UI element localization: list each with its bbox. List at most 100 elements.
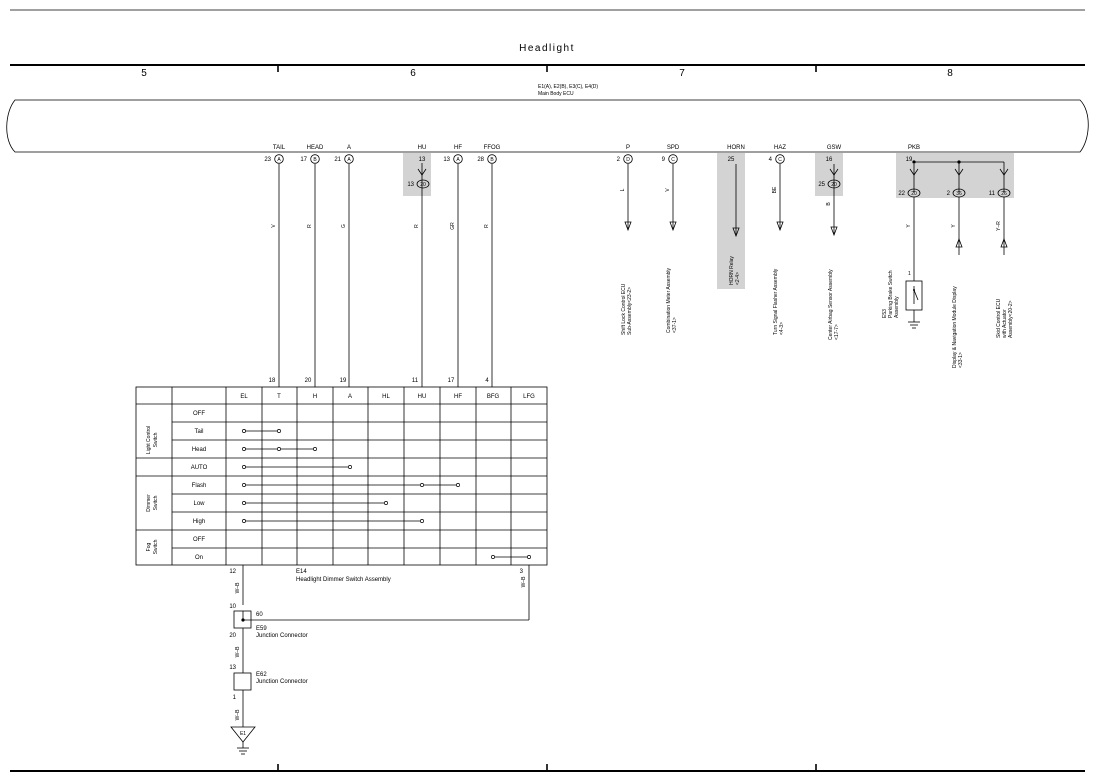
e59-name: Junction Connector [256, 633, 308, 639]
svg-text:HF: HF [454, 394, 462, 400]
switch-contact-dot [420, 519, 424, 523]
svg-text:10: 10 [229, 604, 236, 610]
svg-text:Low: Low [193, 501, 205, 507]
zone-8: 8 [947, 68, 953, 79]
svg-text:25: 25 [818, 182, 825, 188]
switch-table-columns: EL T H A HL HU HF BFG LFG [240, 394, 535, 400]
svg-text:EL: EL [240, 394, 248, 400]
hu-shade [403, 153, 431, 196]
ecu-connector-marks: A B A A B D C C [274, 154, 785, 164]
svg-text:<37-1>: <37-1> [672, 317, 678, 333]
gsw-shade [815, 153, 843, 196]
svg-text:A: A [348, 394, 352, 400]
svg-text:P: P [626, 145, 630, 151]
ecu-body [6, 99, 1089, 153]
dest-combination-meter: Combination Meter Assembly [666, 267, 672, 333]
svg-text:GR: GR [450, 222, 456, 230]
svg-text:G: G [341, 224, 347, 228]
ecu-connector-label: E1(A), E2(B), E3(C), E4(D) [538, 84, 598, 90]
switch-contact-dot [242, 465, 246, 469]
e14-id: E14 [296, 569, 307, 575]
svg-text:W–B: W–B [521, 576, 527, 588]
svg-text:Fog: Fog [146, 542, 152, 551]
e62-id: E62 [256, 672, 267, 678]
svg-text:<17-7>: <17-7> [834, 324, 840, 340]
svg-text:25: 25 [728, 157, 735, 163]
switch-table [135, 386, 548, 566]
svg-text:1: 1 [908, 271, 911, 277]
switch-table-rows: OFF Tail Head AUTO Flash Low High OFF On [191, 411, 208, 561]
svg-text:9: 9 [662, 157, 666, 163]
svg-text:22: 22 [898, 191, 905, 197]
switch-contact-dot [242, 447, 246, 451]
zone-7: 7 [679, 68, 685, 79]
svg-text:B: B [490, 157, 494, 163]
svg-text:23: 23 [264, 157, 271, 163]
switch-contact-dot [277, 429, 281, 433]
svg-text:A: A [277, 157, 281, 163]
svg-text:12: 12 [229, 569, 236, 575]
svg-text:11: 11 [989, 191, 996, 197]
switch-contact-dot [491, 555, 495, 559]
svg-text:B: B [313, 157, 317, 163]
svg-text:Dimmer: Dimmer [146, 494, 152, 512]
wire-colors-left: V R G R GR R [271, 222, 490, 230]
svg-text:with Actuator: with Actuator [1002, 309, 1008, 338]
svg-text:HAZ: HAZ [774, 145, 786, 151]
svg-text:W–B: W–B [235, 709, 241, 721]
svg-text:HORN: HORN [727, 145, 745, 151]
svg-text:1: 1 [233, 695, 237, 701]
wire-spd-color: V [665, 188, 671, 192]
dest-parking-brake: E53 [882, 309, 888, 318]
svg-text:T: T [277, 394, 281, 400]
dest-center-airbag: Center Airbag Sensor Assembly [828, 269, 834, 340]
svg-text:OFF: OFF [193, 411, 205, 417]
svg-text:Y: Y [906, 224, 912, 228]
ground-e1-icon: E1 [230, 726, 256, 755]
svg-text:FFOG: FFOG [484, 145, 501, 151]
svg-text:2: 2 [947, 191, 951, 197]
svg-text:4: 4 [769, 157, 773, 163]
svg-text:Y–R: Y–R [996, 221, 1002, 231]
switch-contact-dot [348, 465, 352, 469]
svg-text:C: C [778, 157, 782, 163]
svg-text:HU: HU [418, 394, 427, 400]
ecu-pin-numbers: 23 17 21 13 13 28 2 9 25 4 16 19 [264, 157, 913, 163]
dest-shift-lock: Shift Lock Control ECU [621, 283, 627, 335]
switch-contact-dot [242, 429, 246, 433]
svg-text:A: A [456, 157, 460, 163]
svg-text:Parking Brake Switch: Parking Brake Switch [888, 270, 894, 318]
svg-text:W–B: W–B [235, 582, 241, 594]
svg-text:17: 17 [448, 378, 455, 384]
dest-horn-relay: HORN Relay [729, 256, 735, 285]
svg-text:13: 13 [407, 182, 414, 188]
svg-text:36: 36 [956, 191, 962, 197]
svg-text:On: On [195, 555, 203, 561]
switch-connections [242, 429, 531, 559]
zone-6: 6 [410, 68, 416, 79]
svg-text:Assembly: Assembly [894, 296, 900, 318]
svg-text:20: 20 [305, 378, 312, 384]
svg-text:28: 28 [477, 157, 484, 163]
pkb-shade [896, 153, 1014, 198]
svg-text:E1: E1 [240, 731, 246, 737]
svg-text:R: R [414, 224, 420, 228]
switch-contact-dot [527, 555, 531, 559]
switch-contact-dot [277, 447, 281, 451]
svg-text:LFG: LFG [523, 394, 535, 400]
svg-text:HF: HF [454, 145, 462, 151]
svg-text:TAIL: TAIL [273, 145, 286, 151]
svg-text:13: 13 [419, 157, 426, 163]
horn-shade [717, 153, 745, 289]
svg-text:V: V [271, 224, 277, 228]
svg-text:Switch: Switch [153, 495, 159, 510]
switch-wires [278, 163, 493, 387]
switch-contact-dot [384, 501, 388, 505]
svg-text:11: 11 [412, 378, 419, 384]
svg-text:20: 20 [831, 182, 837, 188]
svg-text:HEAD: HEAD [307, 145, 324, 151]
svg-text:A: A [347, 145, 351, 151]
hu-junction-connector [416, 179, 430, 189]
switch-contact-dot [242, 483, 246, 487]
svg-text:19: 19 [906, 157, 913, 163]
